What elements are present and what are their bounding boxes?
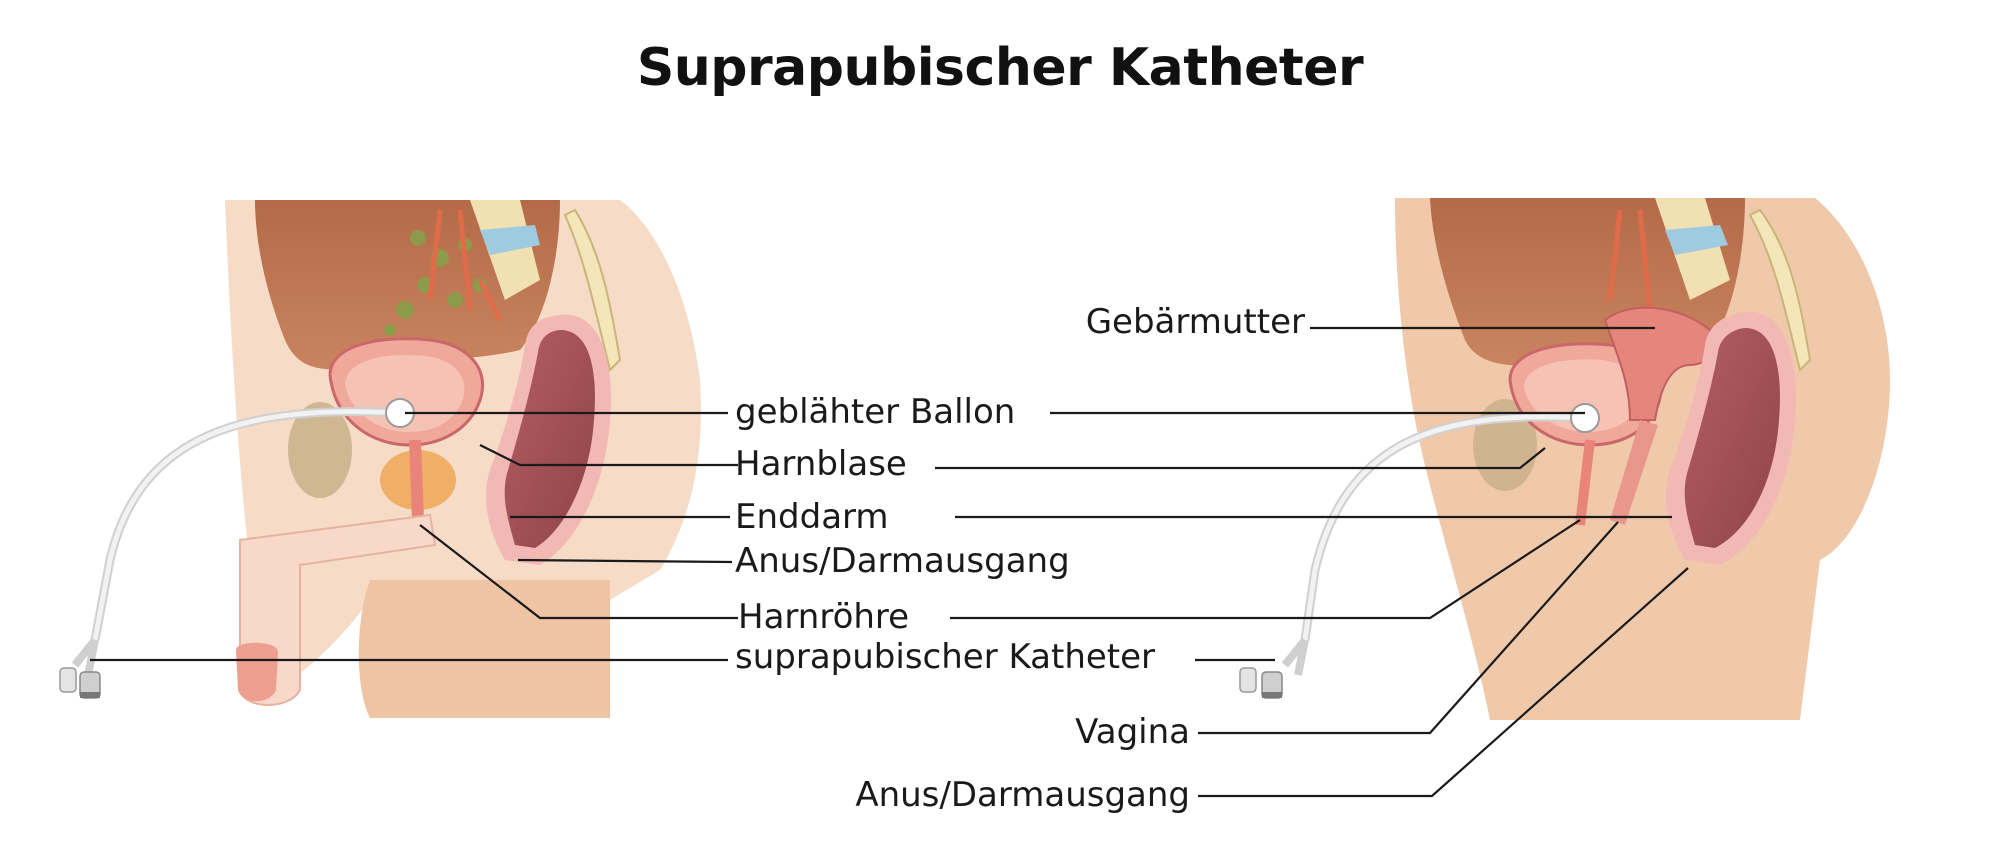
male-glans [236,642,278,702]
label-uterus: Gebärmutter [1086,302,1305,342]
leader-anus-male [517,558,733,564]
female-uterus [1603,306,1717,421]
female-spine [1655,198,1812,372]
label-rectum: Enddarm [735,497,889,537]
female-vessels [1607,209,1653,311]
label-catheter: suprapubischer Katheter [735,637,1155,677]
leader-vagina [1198,521,1619,735]
labels: geblähter Ballon Harnblase Enddarm Anus/… [735,302,1305,815]
male-pubic-bone [288,402,352,498]
female-catheter [1239,403,1600,699]
male-abdominal-cavity [255,200,560,370]
female-anatomy [1239,198,1890,720]
leader-urethra-female [950,519,1581,620]
male-rectum [485,314,611,565]
label-urethra: Harnröhre [738,597,909,637]
female-vagina [1610,420,1658,525]
female-urethra [1575,439,1595,526]
male-spine [470,200,622,372]
male-anatomy [59,200,701,718]
male-thigh [358,580,610,718]
leader-bladder-male [479,444,738,467]
leader-lines [90,326,1689,798]
leader-urethra-male [419,524,738,620]
leader-anus-female [1198,567,1689,798]
male-vessels [427,209,503,322]
label-anus-female: Anus/Darmausgang [855,775,1190,815]
label-balloon: geblähter Ballon [735,392,1015,432]
female-rectum [1665,311,1796,565]
label-bladder: Harnblase [735,444,907,484]
label-anus-male: Anus/Darmausgang [735,541,1070,581]
leader-bladder-female [935,447,1546,470]
page-title: Suprapubischer Katheter [636,38,1364,98]
label-vagina: Vagina [1075,712,1190,752]
female-balloon [1570,403,1600,433]
male-catheter [59,398,415,699]
